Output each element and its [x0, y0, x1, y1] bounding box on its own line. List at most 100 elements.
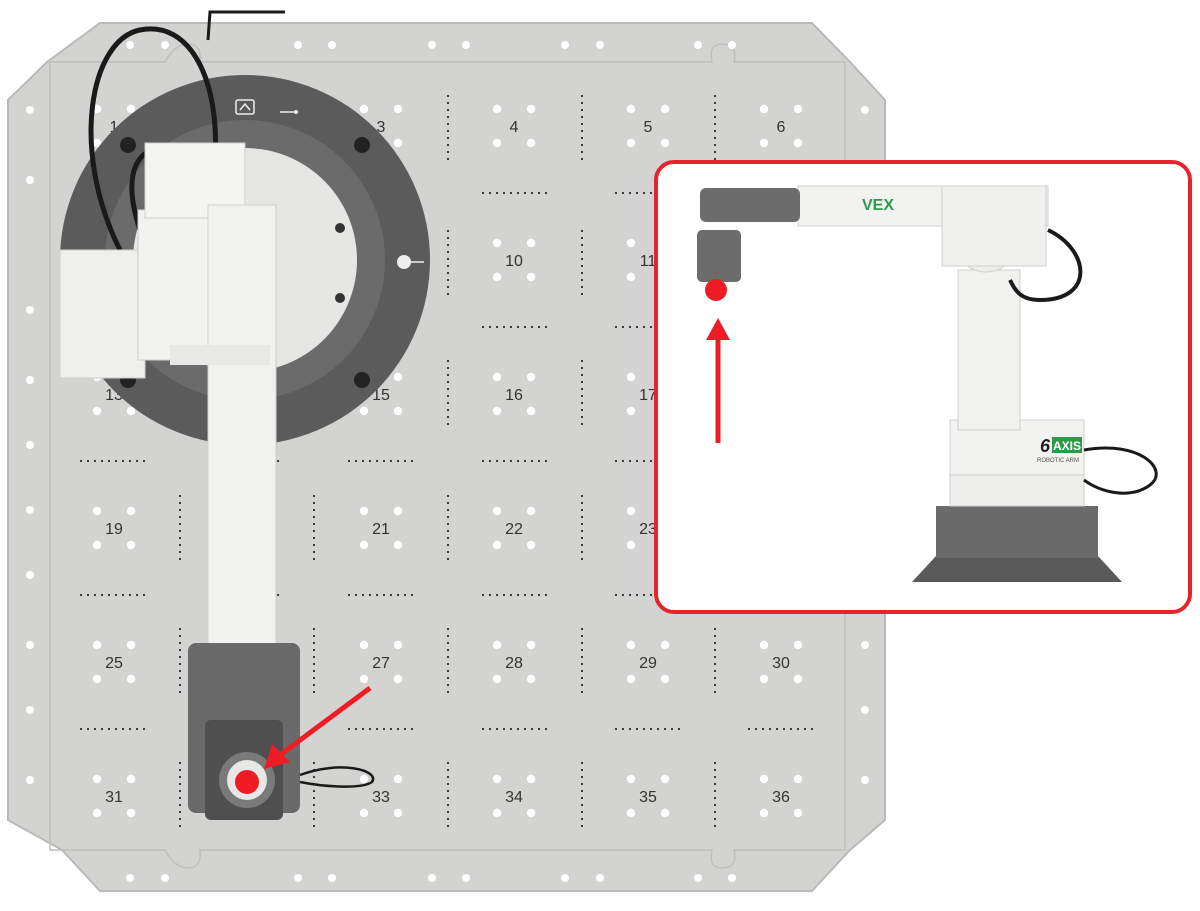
peg-hole	[92, 540, 102, 550]
peg-hole	[759, 674, 769, 684]
peg-hole	[492, 506, 502, 516]
cell-number-29: 29	[639, 655, 657, 672]
edge-hole	[328, 874, 336, 882]
cell-number-6: 6	[777, 119, 786, 136]
peg-hole	[92, 808, 102, 818]
edge-hole	[26, 706, 34, 714]
peg-hole	[126, 808, 136, 818]
peg-hole	[92, 506, 102, 516]
inset-end-effector-marker	[705, 279, 727, 301]
pointer-arrow	[274, 685, 372, 761]
cell-number-34: 34	[505, 789, 523, 806]
peg-hole	[626, 674, 636, 684]
peg-hole	[759, 104, 769, 114]
peg-hole	[793, 138, 803, 148]
edge-hole	[596, 41, 604, 49]
peg-hole	[526, 406, 536, 416]
peg-hole	[92, 774, 102, 784]
edge-hole	[26, 306, 34, 314]
peg-hole	[526, 808, 536, 818]
peg-hole	[626, 238, 636, 248]
peg-hole	[759, 138, 769, 148]
peg-hole	[793, 640, 803, 650]
cell-number-25: 25	[105, 655, 123, 672]
edge-hole	[596, 874, 604, 882]
peg-hole	[660, 640, 670, 650]
edge-hole	[428, 41, 436, 49]
peg-hole	[126, 506, 136, 516]
edge-hole	[861, 106, 869, 114]
peg-hole	[492, 104, 502, 114]
peg-hole	[393, 774, 403, 784]
peg-hole	[492, 138, 502, 148]
vex-brand-text: VEX	[862, 197, 894, 214]
cell-number-30: 30	[772, 655, 790, 672]
peg-hole	[126, 406, 136, 416]
peg-hole	[626, 372, 636, 382]
peg-hole	[126, 640, 136, 650]
cell-number-15: 15	[372, 387, 390, 404]
cell-number-17: 17	[639, 387, 657, 404]
peg-hole	[359, 674, 369, 684]
peg-hole	[359, 640, 369, 650]
peg-hole	[492, 640, 502, 650]
peg-hole	[759, 640, 769, 650]
peg-hole	[626, 640, 636, 650]
cell-number-21: 21	[372, 521, 390, 538]
peg-hole	[526, 540, 536, 550]
peg-hole	[626, 506, 636, 516]
peg-hole	[359, 406, 369, 416]
edge-hole	[26, 106, 34, 114]
cell-number-16: 16	[505, 387, 523, 404]
usb-icon	[280, 110, 298, 114]
peg-hole	[359, 506, 369, 516]
peg-hole	[626, 272, 636, 282]
cell-number-19: 19	[105, 521, 123, 538]
cell-number-22: 22	[505, 521, 523, 538]
peg-hole	[492, 540, 502, 550]
cell-number-23: 23	[639, 521, 657, 538]
edge-hole	[26, 641, 34, 649]
peg-hole	[126, 674, 136, 684]
edge-hole	[26, 776, 34, 784]
peg-hole	[359, 104, 369, 114]
peg-hole	[126, 540, 136, 550]
edge-hole	[861, 706, 869, 714]
peg-hole	[626, 774, 636, 784]
peg-hole	[92, 406, 102, 416]
peg-hole	[526, 138, 536, 148]
peg-hole	[660, 104, 670, 114]
cell-number-10: 10	[505, 253, 523, 270]
peg-hole	[393, 372, 403, 382]
edge-hole	[728, 41, 736, 49]
arm-cable	[88, 26, 219, 252]
peg-hole	[660, 674, 670, 684]
peg-hole	[759, 774, 769, 784]
peg-hole	[92, 674, 102, 684]
peg-hole	[359, 774, 369, 784]
peg-hole	[759, 808, 769, 818]
peg-hole	[526, 674, 536, 684]
peg-hole	[793, 104, 803, 114]
cell-number-11: 11	[640, 253, 657, 270]
edge-hole	[126, 874, 134, 882]
peg-hole	[626, 540, 636, 550]
cell-number-35: 35	[639, 789, 657, 806]
peg-hole	[626, 808, 636, 818]
peg-hole	[526, 640, 536, 650]
edge-hole	[462, 874, 470, 882]
peg-hole	[393, 540, 403, 550]
chevron-up-icon	[235, 99, 255, 115]
peg-hole	[526, 506, 536, 516]
edge-hole	[126, 41, 134, 49]
cell-number-31: 31	[105, 789, 123, 806]
peg-hole	[526, 104, 536, 114]
peg-hole	[393, 406, 403, 416]
edge-hole	[26, 176, 34, 184]
cell-number-5: 5	[644, 119, 653, 136]
peg-hole	[526, 238, 536, 248]
inset-pointer-arrow-head	[706, 318, 730, 340]
edge-hole	[428, 874, 436, 882]
